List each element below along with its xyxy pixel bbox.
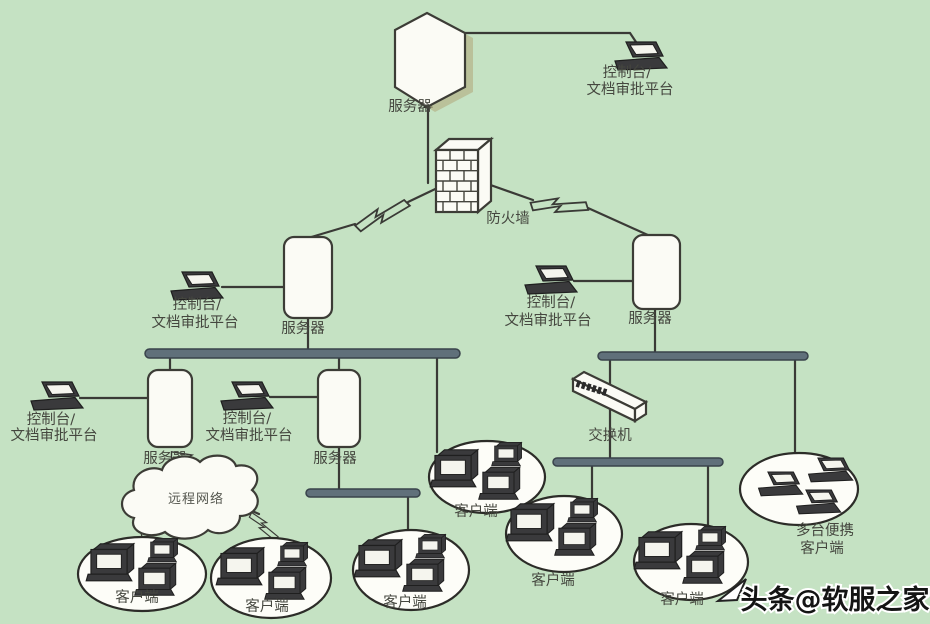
client-group: 客户端 bbox=[427, 439, 547, 520]
desktop-client-icon bbox=[85, 543, 135, 582]
lower-mid-server-label: 服务器 bbox=[313, 450, 357, 467]
desktop-client-icon bbox=[215, 547, 265, 586]
cloud-label: 远程网络 bbox=[168, 491, 224, 507]
desktop-client-icon bbox=[695, 526, 726, 551]
desktop-client-icon bbox=[277, 542, 308, 567]
server-node-icon bbox=[631, 233, 682, 311]
desktop-client-icon bbox=[491, 442, 522, 467]
server-node-icon bbox=[316, 368, 362, 449]
desktop-client-icon bbox=[554, 522, 597, 556]
desktop-client-icon bbox=[353, 539, 403, 578]
server-hexagon-icon bbox=[393, 11, 467, 109]
left-console-label-line1: 控制台/ bbox=[173, 296, 221, 313]
client-group-label: 客户端 bbox=[115, 589, 159, 606]
connector-line bbox=[306, 222, 357, 240]
network-bus bbox=[144, 348, 461, 359]
right-console-label-line1: 控制台/ bbox=[527, 294, 575, 311]
firewall-icon bbox=[432, 136, 495, 215]
watermark-logo-fragment bbox=[714, 578, 747, 603]
lower-left-console-label-line2: 文档审批平台 bbox=[11, 427, 98, 444]
network-bus bbox=[552, 457, 724, 467]
client-group: 客户端 bbox=[632, 522, 750, 608]
client-group-label: 客户端 bbox=[383, 594, 427, 611]
switch-icon bbox=[570, 370, 649, 424]
desktop-client-icon bbox=[633, 531, 683, 570]
desktop-client-icon bbox=[402, 558, 445, 592]
portable-client-label-line1: 多台便携 bbox=[796, 522, 854, 539]
desktop-client-icon bbox=[264, 566, 307, 600]
desktop-client-icon bbox=[505, 503, 555, 542]
watermark-text: 头条@软服之家 bbox=[741, 584, 930, 616]
connector-line bbox=[586, 206, 652, 238]
top-console-label-line1: 控制台/ bbox=[603, 64, 651, 81]
right-console-label-line2: 文档审批平台 bbox=[505, 312, 592, 329]
lower-mid-console-label-line2: 文档审批平台 bbox=[206, 427, 293, 444]
desktop-client-icon bbox=[415, 534, 446, 559]
desktop-client-icon bbox=[478, 466, 521, 500]
client-group: 客户端 bbox=[351, 528, 471, 612]
switch-label: 交换机 bbox=[588, 426, 632, 444]
portable-client-label-line2: 客户端 bbox=[800, 540, 844, 557]
left-server-label: 服务器 bbox=[281, 320, 325, 337]
client-group-label: 客户端 bbox=[245, 598, 289, 615]
top-console-label-line2: 文档审批平台 bbox=[587, 81, 674, 98]
client-group-label: 客户端 bbox=[531, 572, 575, 589]
network-cloud-icon bbox=[120, 454, 259, 540]
client-group: 客户端 bbox=[209, 536, 333, 620]
desktop-client-icon bbox=[429, 449, 479, 488]
client-group: 客户端 bbox=[504, 494, 624, 589]
portable-client-group: 多台便携 客户端 bbox=[738, 451, 860, 557]
desktop-client-icon bbox=[147, 538, 178, 563]
right-server-label: 服务器 bbox=[628, 310, 672, 327]
network-bus bbox=[597, 351, 809, 361]
server-node-icon bbox=[146, 368, 194, 449]
client-group: 客户端 bbox=[76, 535, 208, 613]
lower-mid-console-label-line1: 控制台/ bbox=[223, 410, 271, 427]
network-bus bbox=[305, 488, 421, 498]
lower-left-console-label-line1: 控制台/ bbox=[27, 411, 75, 428]
top-server-label: 服务器 bbox=[388, 98, 432, 115]
firewall-label: 防火墙 bbox=[486, 210, 530, 227]
server-node-icon bbox=[282, 235, 334, 320]
desktop-client-icon bbox=[682, 550, 725, 584]
client-group-label: 客户端 bbox=[660, 591, 704, 608]
client-group-label: 客户端 bbox=[454, 503, 498, 520]
left-console-label-line2: 文档审批平台 bbox=[152, 314, 239, 331]
desktop-client-icon bbox=[567, 498, 598, 523]
